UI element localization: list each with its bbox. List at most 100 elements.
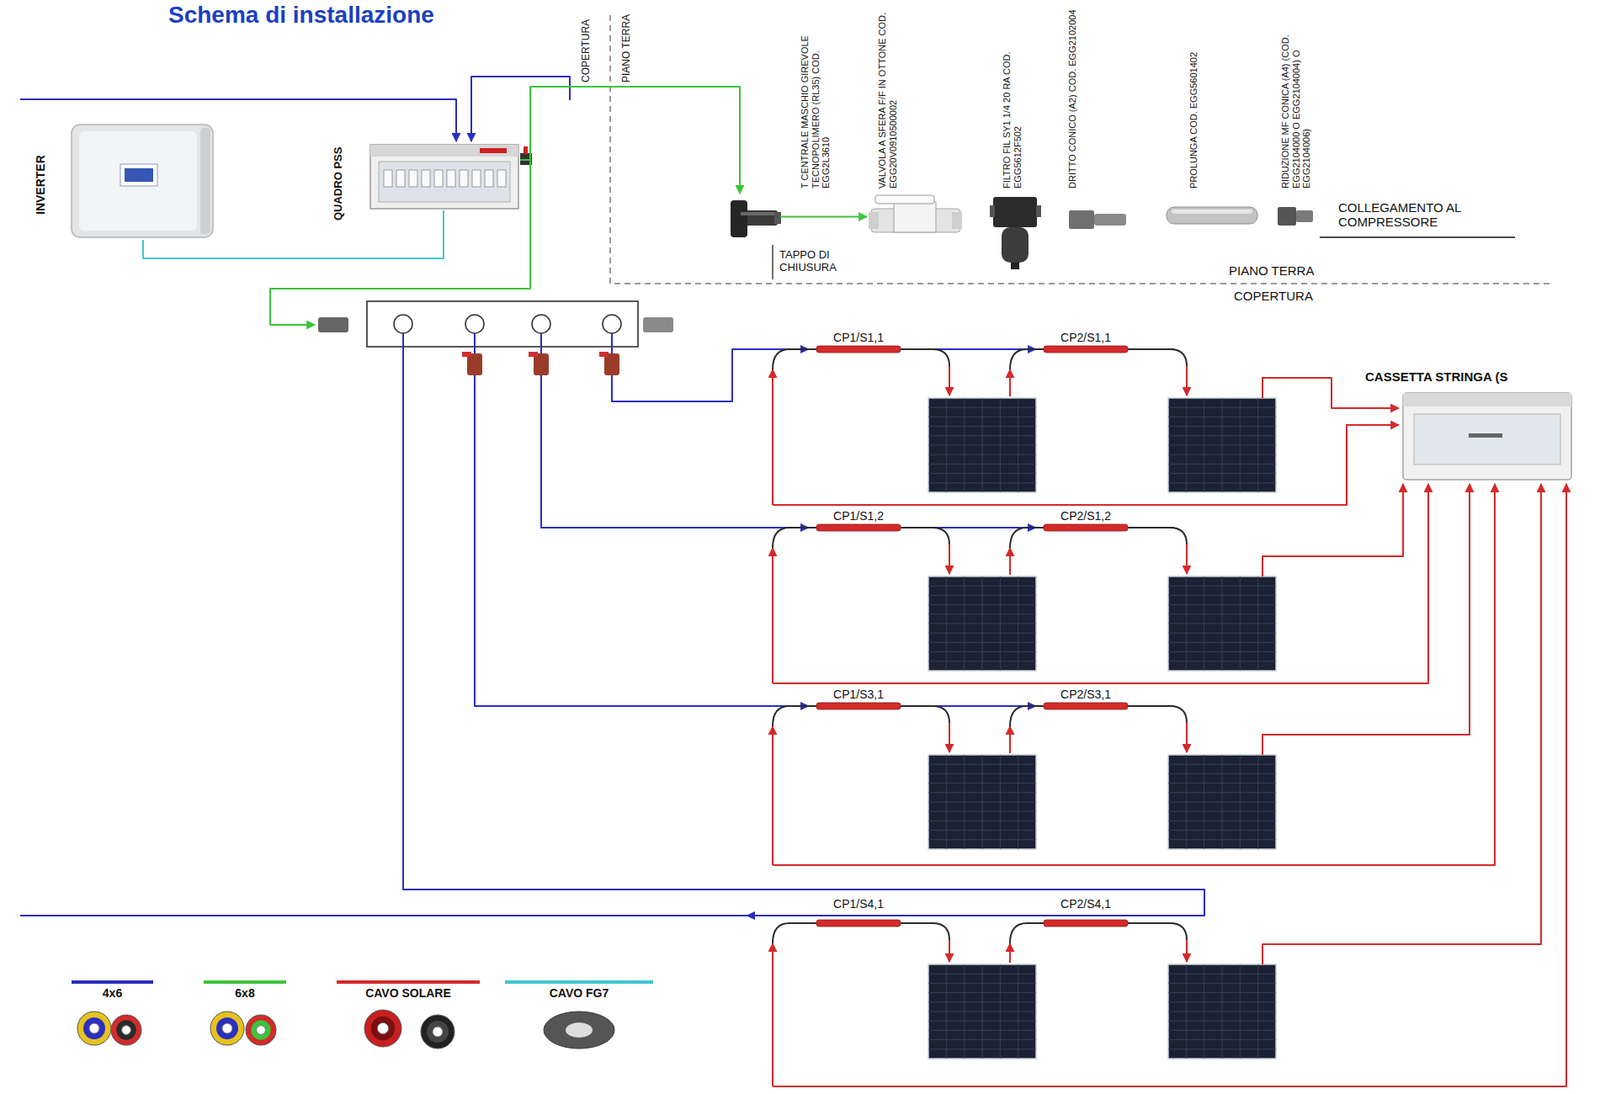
string-tag: CP2/S3,1 [1043,687,1128,702]
manifold-outlet [602,314,622,334]
cable-roll [371,1016,396,1042]
string-tag: CP1/S3,1 [816,687,901,702]
mc4-connector [1043,919,1128,927]
solar-cable [1185,940,1188,963]
text-holder: CASSETTA STRINGA (S [1365,369,1508,384]
legend-text: 6x8 [203,986,287,1000]
manifold-outlet [531,314,551,334]
component-label: FILTRO FIL SY1 1/4 20 RA COD. EGG5612F50… [1001,5,1023,189]
floor-label: PIANO TERRA [1228,263,1314,278]
tee-fitting [774,212,782,224]
cell-line [928,773,1037,775]
cell-line [1168,992,1276,994]
text-holder: 4x6 [71,986,154,1000]
string-tag: CP2/S1,2 [1043,509,1128,523]
cell-line [928,820,1037,822]
text-holder: CP2/S4,1 [1043,897,1128,911]
breaker [434,170,443,187]
valve-handle [523,146,528,155]
floor-boundary [610,15,1552,284]
cable-4x6 [540,333,543,354]
cable-roll [222,1023,233,1034]
cell-line [928,660,1037,662]
breaker [446,170,456,187]
text-holder: CP1/S4,1 [816,897,901,911]
cell-line [928,1039,1037,1041]
breaker [497,170,506,187]
solar-cable [1262,483,1470,755]
solar-cable [1185,366,1188,396]
cell-line [1168,973,1276,975]
solar-panel [1168,576,1276,671]
filter-bowl [1001,227,1029,263]
cable-4x6 [20,99,457,142]
floor-label: PIANO TERRA [621,5,633,83]
cell-line [1168,792,1276,793]
cell-line [1168,473,1276,474]
cell-line [928,829,1037,831]
reducer-component: RIDUZIONE MF CONICA (A4) (COD. EGG210400… [1275,201,1317,228]
cable-roll [256,1025,266,1036]
valve-port [868,212,879,229]
diagram-title: Schema di installazione [168,1,435,29]
cable-roll [432,1026,443,1037]
cell-line [928,992,1037,994]
text-holder: COPERTURA [1233,288,1313,303]
text-holder: RIDUZIONE MF CONICA (A4) (COD. EGG210400… [1280,5,1313,189]
cell-line [1168,585,1276,587]
solar-cable [948,940,951,963]
cable-4x6 [473,333,476,354]
leader-line [771,244,773,280]
air-filter [993,196,1037,228]
air-line [520,86,740,194]
solar-panel [928,754,1037,850]
legend-swatch [203,980,287,984]
solar-cable [1185,722,1188,753]
text-holder: 6x8 [203,986,287,1000]
solar-cable [1262,483,1542,965]
text-holder: CP2/S1,2 [1043,509,1128,523]
string-tag: CP2/S4,1 [1043,897,1128,911]
cell-line [1168,613,1276,615]
tee-fitting [730,200,748,238]
cable-roll [89,1023,100,1034]
cell-line [928,416,1037,418]
cable-roll [565,1022,593,1038]
cell-line [1168,642,1276,644]
text-holder: CP2/S1,1 [1043,330,1128,345]
inverter-face [79,131,197,231]
legend-text: CAVO FG7 [504,986,654,1000]
panel-frame [928,576,1037,671]
cell-line [1168,773,1276,775]
inverter-body [71,124,213,238]
cable-roll [216,1017,239,1040]
mc4-connector [816,345,901,353]
solar-cable [772,483,1567,1087]
cell-line [928,839,1037,840]
text-holder: COLLEGAMENTO AL COMPRESSORE [1338,200,1473,230]
manifold-outlet [393,314,413,334]
inverter-side [200,127,211,234]
cell-line [928,802,1037,803]
cell-line [1168,764,1276,766]
breaker [409,170,418,187]
component-label: RIDUZIONE MF CONICA (A4) (COD. EGG210400… [1280,5,1313,189]
reducer [1296,210,1313,223]
cable-4x6 [611,349,1175,402]
text-holder: CAVO SOLARE [336,986,480,1000]
enclosure-window [378,161,511,202]
outlet-valve-handle [462,351,472,357]
cell-line [928,585,1037,587]
cell-line [928,983,1037,984]
cell-line [928,435,1037,436]
cell-line [928,407,1037,409]
cell-line [928,792,1037,793]
cable-roll [420,1015,455,1049]
cell-line [928,782,1037,784]
cell-line [1168,1030,1276,1032]
cell-line [928,623,1037,625]
cable-roll [77,1011,112,1046]
manifold-fitting [318,317,349,333]
component-label: PROLUNGA COD. EGG5601402 [1188,5,1200,189]
